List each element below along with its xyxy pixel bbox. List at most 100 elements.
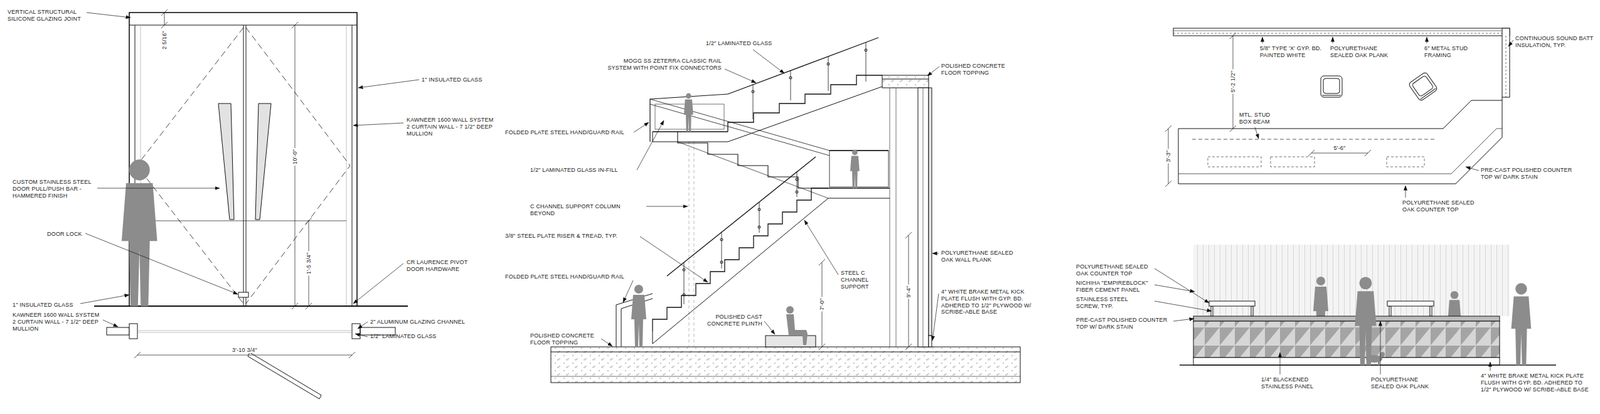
callout-label: CUSTOM STAINLESS STEEL DOOR PULL/PUSH BA… — [12, 178, 95, 199]
door-dimension-lines — [161, 9, 312, 310]
door-plan — [247, 352, 322, 400]
stair-section — [828, 198, 890, 199]
reception-desk-plan — [1408, 71, 1438, 102]
leader-line — [601, 49, 940, 347]
callout-label: STEEL C CHANNEL SUPPORT — [840, 269, 886, 290]
reception-desk-plan — [1173, 28, 1510, 184]
stair-section — [882, 75, 929, 88]
leader-line — [646, 206, 688, 208]
door-dimension-lines — [305, 303, 312, 310]
stair-section — [550, 376, 1021, 378]
glass-guard-rail — [751, 90, 755, 93]
reception-desk-plan — [1270, 156, 1315, 167]
leader-line — [85, 233, 238, 295]
dimension-label: 9'-4" — [905, 284, 913, 300]
leader-line — [102, 320, 118, 327]
reception-desk-elevation — [1193, 244, 1510, 317]
reception-desk — [1251, 306, 1254, 317]
callout-label: NICHIHA "EMPIREBLOCK" FIBER CEMENT PANEL — [1076, 279, 1152, 294]
stair-section — [677, 141, 829, 199]
door-dimension-lines — [161, 21, 168, 29]
reception-desk — [1429, 306, 1432, 317]
dimension-label: 3'-10 3/4" — [216, 346, 273, 354]
callout-label: 1/2" LAMINATED GLASS — [705, 40, 785, 48]
stair-section — [882, 79, 929, 80]
stair-section — [727, 86, 883, 142]
reception-desk-plan — [1505, 35, 1507, 98]
leader-line — [353, 122, 404, 126]
reception-desk — [1193, 321, 1500, 358]
leader-line — [1154, 301, 1212, 312]
reception-desk-plan — [1173, 28, 1510, 36]
door-elevation — [243, 25, 245, 307]
glass-guard-rail — [795, 178, 799, 181]
reception-desk-plan — [1320, 75, 1343, 98]
callout-label: POLYURETHANE SEALED OAK PLANK — [1330, 45, 1397, 59]
dimension-label: 1'-5 3/4" — [305, 251, 313, 277]
reception-desk — [1387, 301, 1434, 307]
stair-figures — [786, 306, 808, 346]
stair-section — [693, 141, 695, 347]
glass-guard-rail — [757, 225, 761, 229]
door-plan — [137, 330, 352, 332]
leader-line — [1154, 268, 1210, 304]
glass-guard-rail — [790, 70, 792, 101]
reception-desk-plan — [1323, 78, 1340, 94]
callout-label: 4" WHITE BRAKE METAL KICK PLATE FLUSH WI… — [1480, 372, 1594, 393]
door-elevation — [218, 103, 235, 220]
callout-label: KAWNEER 1600 WALL SYSTEM 2 CURTAIN WALL … — [406, 116, 495, 137]
callout-label: 1/2" LAMINATED GLASS — [370, 333, 452, 341]
leader-line — [1280, 352, 1281, 375]
leader-line — [86, 12, 131, 18]
callout-label: CR LAURENCE PIVOT DOOR HARDWARE — [406, 259, 482, 273]
leader-line — [1426, 37, 1428, 44]
glass-guard-rail — [666, 156, 816, 277]
reception-desk-plan — [1320, 75, 1343, 98]
leader-line — [623, 280, 634, 303]
leader-line — [80, 12, 420, 337]
desk-figures-front — [1511, 282, 1532, 366]
reception-desk-plan — [1178, 128, 1179, 184]
callout-label: PRE-CAST POLISHED COUNTER TOP W/ DARK ST… — [1076, 316, 1171, 331]
door-elevation — [346, 25, 347, 307]
leader-line — [1465, 166, 1479, 171]
desk-dimension-lines — [1229, 32, 1237, 39]
desk-figures-front — [1367, 360, 1370, 366]
glass-guard-rail — [720, 238, 723, 241]
glass-guard-rail — [721, 232, 723, 269]
door-dimension-lines — [305, 217, 312, 224]
callout-label: 1" INSULATED GLASS — [421, 76, 504, 84]
door-figure — [121, 159, 158, 307]
callout-label: MTL. STUD BOX BEAM — [1239, 111, 1284, 126]
callout-label: DOOR LOCK — [47, 230, 91, 238]
leader-line — [932, 253, 939, 255]
desk-figures-front — [1354, 276, 1531, 366]
door-plan — [129, 323, 138, 339]
leader-line — [1173, 318, 1195, 322]
callout-label: POLISHED CAST CONCRETE PLINTH — [699, 313, 763, 328]
callout-label: FOLDED PLATE STEEL HAND/GUARD RAIL — [505, 273, 631, 281]
glass-guard-rail — [666, 37, 889, 305]
callout-label: 1/4" BLACKENED STAINLESS PANEL — [1261, 376, 1331, 391]
door-dimension-lines — [161, 9, 168, 16]
stair-section — [928, 335, 932, 347]
dimension-label: 2 5/16" — [161, 29, 169, 51]
callout-label: 3/8" STEEL PLATE RISER & TREAD, TYP. — [505, 232, 637, 240]
dimension-label: 5'-2 1/2" — [1229, 69, 1237, 95]
callout-label: POLYURETHANE SEALED OAK PLANK — [1370, 376, 1434, 391]
leader-line — [752, 49, 785, 74]
callout-label: POLYURETHANE SEALED OAK COUNTER TOP — [1402, 199, 1481, 214]
stair-section — [550, 346, 1021, 383]
desk-dimension-lines — [1308, 149, 1315, 157]
callout-label: KAWNEER 1600 WALL SYSTEM 2 CURTAIN WALL … — [12, 311, 101, 332]
callout-label: 1/2" LAMINATED GLASS IN-FILL — [530, 166, 634, 174]
door-plan — [348, 352, 356, 359]
glass-guard-rail — [826, 62, 830, 66]
door-dimension-lines — [291, 303, 299, 310]
stair-dimension-lines — [905, 232, 912, 239]
door-dimension-lines — [164, 12, 166, 26]
callout-label: POLYURETHANE SEALED OAK WALL PLANK — [941, 249, 1020, 264]
stair-section — [650, 104, 830, 156]
leader-line — [1154, 284, 1195, 292]
